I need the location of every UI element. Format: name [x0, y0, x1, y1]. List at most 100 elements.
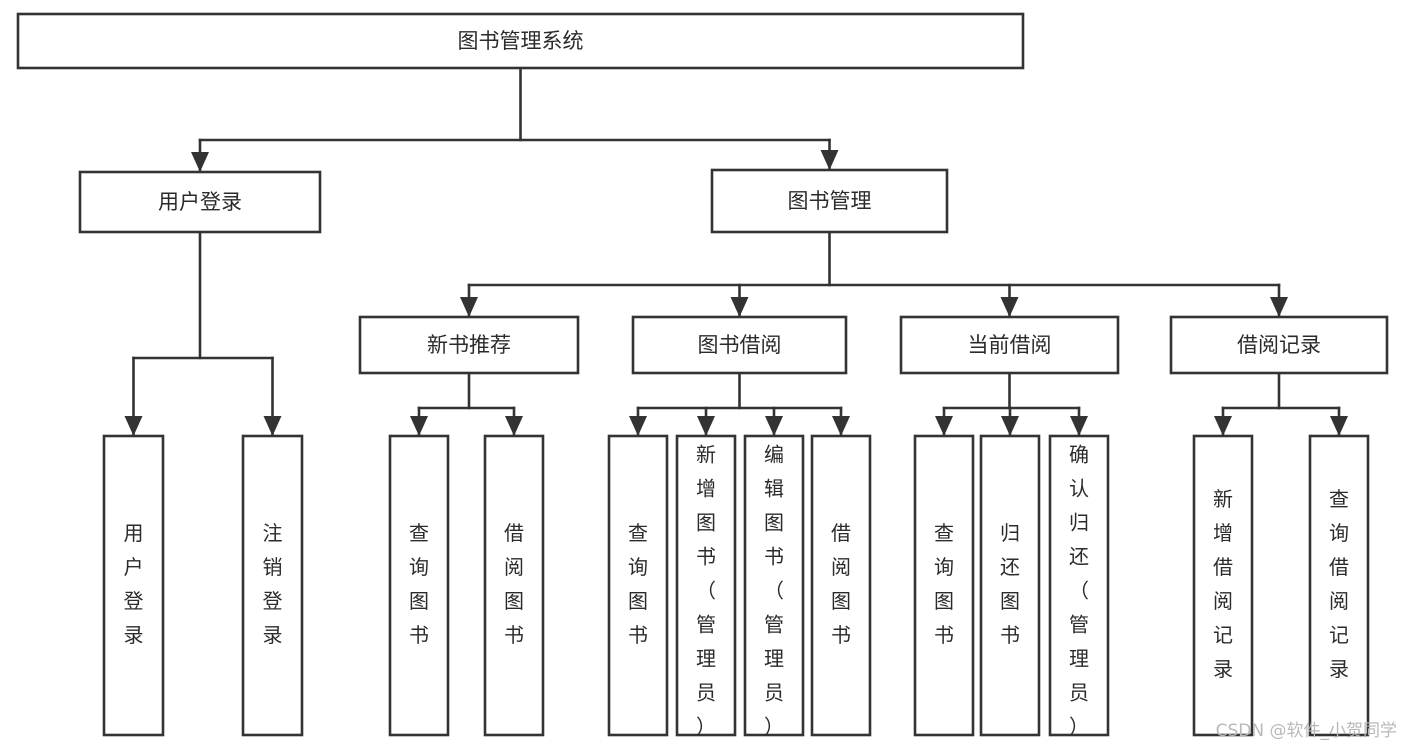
node-label-char: 新	[696, 443, 716, 467]
node-label-char: 增	[696, 477, 716, 501]
arrow-head-icon	[1001, 416, 1019, 436]
node-root-图书管理系统[interactable]: 图书管理系统	[16, 12, 1025, 70]
arrow-head-icon	[124, 416, 143, 436]
node-label-char: 理	[1069, 647, 1089, 671]
node-label-char: 阅	[831, 555, 851, 579]
node-label-char: 员	[764, 681, 784, 705]
node-label-char: 理	[764, 647, 784, 671]
node-label-char: 借	[1213, 555, 1233, 579]
nodes-layer: 图书管理系统用户登录用户登录注销登录图书管理新书推荐查询图书借阅图书图书借阅查询…	[16, 12, 1389, 739]
node-label: 图书管理系统	[458, 29, 584, 53]
node-label-char: 管	[1069, 613, 1089, 637]
node-box	[388, 434, 450, 737]
node-label-char: （	[764, 579, 784, 603]
node-l2-用户登录[interactable]: 用户登录	[102, 434, 165, 737]
node-label-char: 书	[409, 623, 429, 647]
node-l2-新书推荐[interactable]: 新书推荐	[358, 315, 580, 375]
arrow-head-icon	[191, 152, 209, 172]
node-label-char: 员	[696, 681, 716, 705]
arrow-head-icon	[1330, 416, 1348, 436]
node-box	[1169, 315, 1389, 375]
node-label-char: ）	[764, 715, 784, 739]
node-label-char: 书	[628, 623, 648, 647]
node-label-char: ）	[696, 715, 716, 739]
node-box	[710, 168, 949, 234]
node-box	[743, 434, 805, 737]
node-label: 当前借阅	[968, 333, 1052, 357]
node-label-char: 确	[1069, 443, 1089, 467]
node-box	[241, 434, 304, 737]
node-label-char: 书	[504, 623, 524, 647]
arrow-head-icon	[820, 150, 839, 170]
node-label-char: 图	[831, 589, 851, 613]
arrow-head-icon	[263, 416, 282, 436]
node-label-char: 借	[504, 521, 524, 545]
node-label-char: 员	[1069, 681, 1089, 705]
node-box	[102, 434, 165, 737]
arrow-head-icon	[765, 416, 783, 436]
node-box	[631, 315, 848, 375]
node-label-char: 登	[124, 589, 144, 613]
node-label-char: 阅	[1329, 589, 1349, 613]
node-label-char: 归	[1069, 511, 1089, 535]
node-box	[78, 170, 322, 234]
arrow-head-icon	[1214, 416, 1232, 436]
node-l2-借阅记录[interactable]: 借阅记录	[1169, 315, 1389, 375]
node-label-char: 查	[409, 521, 429, 545]
node-label-char: 管	[696, 613, 716, 637]
node-label-char: 辑	[764, 477, 784, 501]
node-label-char: 书	[934, 623, 954, 647]
node-label-char: 书	[1000, 623, 1020, 647]
arrow-head-icon	[730, 297, 749, 317]
node-label-char: 查	[934, 521, 954, 545]
node-label-char: 查	[628, 521, 648, 545]
csdn-watermark: CSDN @软件_小贺同学	[1215, 721, 1397, 741]
node-box	[913, 434, 975, 737]
node-label-char: 注	[263, 521, 283, 545]
node-label-char: 录	[1213, 657, 1233, 681]
node-label-char: 图	[934, 589, 954, 613]
node-label-char: 还	[1069, 545, 1089, 569]
arrow-head-icon	[1270, 297, 1288, 317]
node-l1-用户登录[interactable]: 用户登录	[78, 170, 322, 234]
node-label-char: 书	[696, 545, 716, 569]
node-label-char: 图	[628, 589, 648, 613]
node-label-char: 录	[124, 623, 144, 647]
node-label-char: 借	[1329, 555, 1349, 579]
node-label-char: 录	[263, 623, 283, 647]
node-label: 图书借阅	[698, 333, 782, 357]
node-label-char: 录	[1329, 657, 1349, 681]
node-box	[483, 434, 545, 737]
node-label: 新书推荐	[427, 333, 511, 357]
arrow-head-icon	[505, 416, 523, 436]
node-l2-图书借阅[interactable]: 图书借阅	[631, 315, 848, 375]
node-label-char: 图	[696, 511, 716, 535]
node-label: 图书管理	[788, 189, 872, 213]
node-box	[358, 315, 580, 375]
node-box	[899, 315, 1120, 375]
node-box	[607, 434, 669, 737]
arrow-head-icon	[460, 297, 478, 317]
node-l1-图书管理[interactable]: 图书管理	[710, 168, 949, 234]
node-label-char: 图	[764, 511, 784, 535]
node-box	[1308, 434, 1370, 737]
node-label-char: 归	[1000, 521, 1020, 545]
node-label-char: 阅	[504, 555, 524, 579]
arrow-head-icon	[935, 416, 953, 436]
node-label-char: 书	[764, 545, 784, 569]
node-box	[979, 434, 1041, 737]
node-l2-当前借阅[interactable]: 当前借阅	[899, 315, 1120, 375]
